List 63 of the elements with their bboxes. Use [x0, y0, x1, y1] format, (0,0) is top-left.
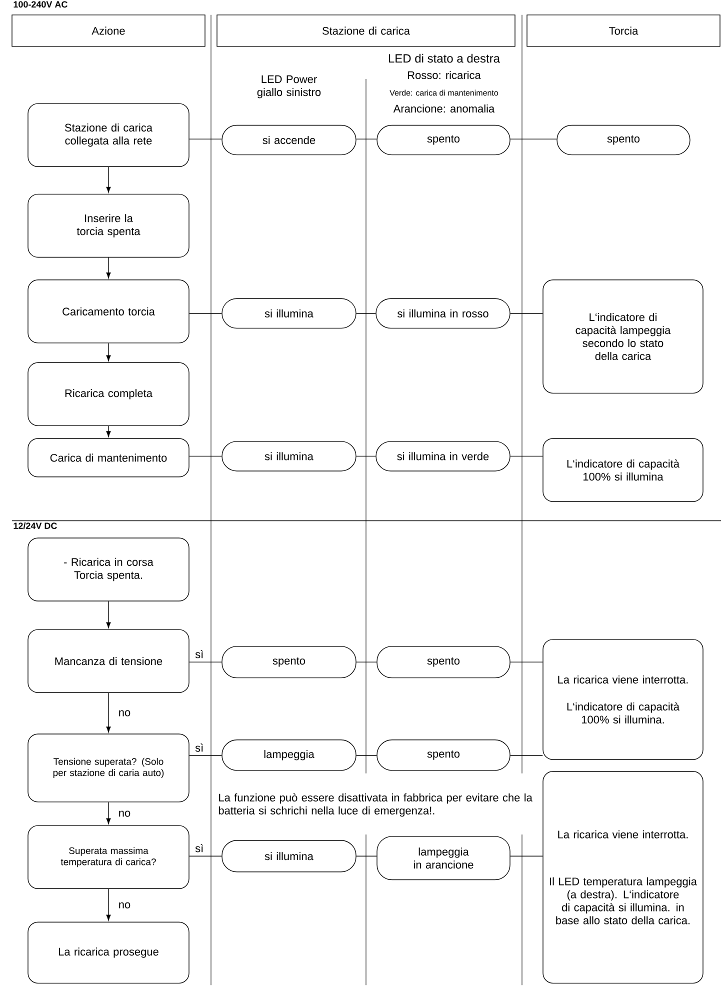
- connector: [189, 138, 222, 140]
- note-text: Verde: carica di mantenimento: [390, 90, 498, 96]
- state-pill: spento: [376, 124, 510, 156]
- note-text: 12/24V DC: [14, 522, 57, 530]
- step-box: Superata massima temperatura di carica?: [28, 825, 190, 889]
- state-pill: spento: [222, 646, 356, 678]
- connector: [356, 456, 376, 457]
- state-pill: spento: [556, 124, 690, 156]
- state-pill: si illumina: [222, 840, 356, 872]
- column-header: Azione: [12, 14, 206, 47]
- step-box: Inserire la torcia spenta: [28, 194, 190, 258]
- connector: [510, 456, 543, 457]
- state-pill: si accende: [222, 124, 356, 156]
- column-header: Torcia: [526, 14, 720, 47]
- state-pill: lampeggia: [222, 740, 356, 771]
- note-text: LED di stato a destra: [388, 54, 500, 63]
- state-pill: si illumina: [222, 298, 356, 329]
- step-box: Stazione di carica collegata alla rete: [28, 103, 190, 167]
- state-pill: spento: [376, 646, 510, 678]
- step-box: L‘indicatore di capacità 100% si illumina: [542, 438, 704, 502]
- step-box: Carica di mantenimento: [28, 438, 190, 478]
- connector: [106, 692, 111, 732]
- step-box: - Ricarica in corsa Torcia spenta.: [28, 538, 190, 602]
- connector: [106, 257, 111, 278]
- step-box: Ricarica completa: [28, 362, 190, 426]
- connector: [106, 601, 111, 628]
- step-box: Tensione superata? (Solo per stazione di caria auto): [28, 734, 190, 802]
- state-pill: si illumina in verde: [376, 441, 510, 472]
- connector: [356, 313, 376, 314]
- result-box: La ricarica viene interrotta. Il LED temperatura lampeggia (a destra). L‘indicatore di capacità si illumina. in base allo stato della carica.: [542, 771, 704, 984]
- step-box: La ricarica prosegue: [28, 922, 190, 984]
- note-text: Rosso: ricarica: [408, 70, 481, 80]
- connector: [106, 342, 111, 362]
- note-text: La funzione può essere disattivata in fabbrica per evitare che la batteria si schrichi nella luce di emergenza!.: [218, 793, 532, 817]
- connector: [189, 755, 222, 756]
- edge-label: sì: [195, 650, 203, 658]
- state-pill: si illumina in rosso: [376, 298, 510, 329]
- connector: [356, 755, 377, 756]
- result-box: La ricarica viene interrotta. L‘indicatore di capacità 100% si illumina.: [542, 639, 704, 760]
- connector: [106, 426, 111, 437]
- connector: [510, 313, 543, 314]
- connector: [189, 456, 222, 457]
- edge-label: no: [119, 902, 130, 908]
- edge-label: sì: [195, 744, 203, 752]
- state-pill: si illumina: [222, 441, 356, 472]
- edge-label: no: [119, 710, 130, 716]
- connector: [106, 166, 111, 193]
- column-header: Stazione di carica: [216, 14, 516, 47]
- note-text: LED Power giallo sinistro: [257, 75, 321, 98]
- state-pill: spento: [376, 740, 510, 771]
- connector: [510, 138, 557, 140]
- step-box: L‘indicatore di capacità lampeggia secondo lo stato della carica: [542, 280, 704, 394]
- connector: [510, 755, 543, 756]
- connector: [189, 313, 222, 314]
- step-box: Caricamento torcia: [28, 280, 190, 344]
- connector: [106, 802, 111, 824]
- connector: [106, 888, 111, 921]
- note-text: Arancione: anomalia: [393, 104, 495, 113]
- edge-label: sì: [195, 844, 203, 852]
- edge-label: no: [119, 810, 130, 817]
- connector: [356, 138, 377, 140]
- state-pill: lampeggia in arancione: [376, 836, 510, 880]
- step-box: Mancanza di tensione: [28, 629, 190, 693]
